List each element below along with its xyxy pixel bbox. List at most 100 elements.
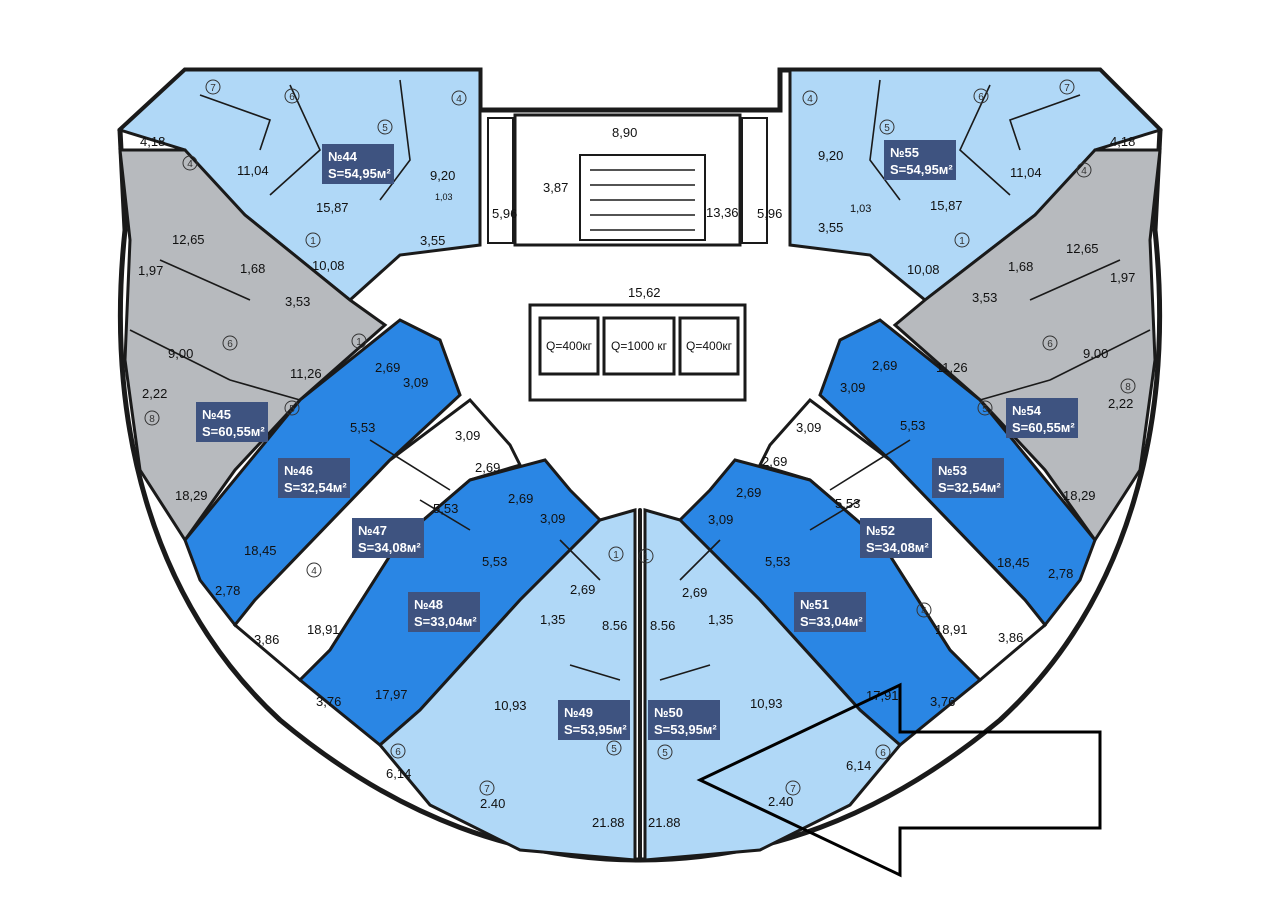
area-label: 18,29 — [175, 488, 208, 503]
area-label: 18,29 — [1063, 488, 1096, 503]
area-label: 5,96 — [757, 206, 782, 221]
area-label: 8.56 — [650, 618, 675, 633]
svg-text:1: 1 — [613, 550, 619, 561]
area-label: 11,26 — [936, 360, 968, 375]
area-label: 5,53 — [350, 420, 375, 435]
area-label: 2,69 — [762, 454, 787, 469]
svg-text:7: 7 — [210, 83, 216, 94]
area-label: 2,69 — [570, 582, 595, 597]
svg-text:5: 5 — [611, 744, 617, 755]
area-label: 9,20 — [818, 148, 843, 163]
area-label: 1,68 — [240, 261, 265, 276]
svg-text:4: 4 — [187, 159, 193, 170]
svg-text:5: 5 — [289, 404, 295, 415]
area-label: 2,69 — [475, 460, 500, 475]
svg-text:6: 6 — [289, 92, 295, 103]
svg-text:S=54,95м²: S=54,95м² — [328, 166, 391, 181]
lift-block: Q=400кг Q=1000 кг Q=400кг — [528, 303, 747, 402]
annotation-arrow — [696, 682, 1102, 878]
svg-text:№47: №47 — [358, 523, 387, 538]
svg-text:№50: №50 — [654, 705, 683, 720]
area-label: 6,14 — [846, 758, 871, 773]
svg-text:7: 7 — [484, 784, 490, 795]
svg-text:S=33,04м²: S=33,04м² — [800, 614, 863, 629]
lift-2-capacity: Q=1000 кг — [611, 339, 668, 353]
area-label: 2,69 — [375, 360, 400, 375]
area-label: 4,18 — [140, 134, 165, 149]
area-label: 18,91 — [307, 622, 340, 637]
area-label: 9,20 — [430, 168, 455, 183]
area-label: 15,87 — [316, 200, 349, 215]
area-label: 3,53 — [972, 290, 997, 305]
svg-text:S=32,54м²: S=32,54м² — [284, 480, 347, 495]
svg-text:7: 7 — [790, 784, 796, 795]
apartment-50-zone — [643, 508, 903, 862]
area-label: 5,96 — [492, 206, 517, 221]
svg-text:S=34,08м²: S=34,08м² — [866, 540, 929, 555]
lift-1-capacity: Q=400кг — [546, 339, 593, 353]
svg-text:4: 4 — [807, 94, 813, 105]
svg-text:4: 4 — [1081, 166, 1087, 177]
area-label: 2,78 — [1048, 566, 1073, 581]
area-label: 21.88 — [648, 815, 681, 830]
area-label: 9,00 — [1083, 346, 1108, 361]
lift-3-capacity: Q=400кг — [686, 339, 733, 353]
room-area-labels: 4,18 11,04 15,87 9,20 1,03 3,55 10,08 12… — [138, 125, 1135, 830]
area-label: 2,69 — [872, 358, 897, 373]
area-label: 2,78 — [215, 583, 240, 598]
area-label: 3,09 — [455, 428, 480, 443]
area-label: 2,69 — [736, 485, 761, 500]
area-label: 9,00 — [168, 346, 193, 361]
area-label: 1,97 — [1110, 270, 1135, 285]
svg-text:6: 6 — [227, 339, 233, 350]
area-label: 3,86 — [998, 630, 1023, 645]
area-label: 15,87 — [930, 198, 963, 213]
area-label: 1,03 — [435, 192, 453, 202]
svg-text:6: 6 — [395, 747, 401, 758]
svg-text:№45: №45 — [202, 407, 231, 422]
area-label: 2,22 — [142, 386, 167, 401]
partitions — [129, 79, 1151, 862]
area-label: 12,65 — [1066, 241, 1099, 256]
area-label: 15,62 — [628, 285, 661, 300]
svg-text:№54: №54 — [1012, 403, 1042, 418]
svg-text:1: 1 — [643, 552, 649, 563]
svg-text:№49: №49 — [564, 705, 593, 720]
area-label: 3,53 — [285, 294, 310, 309]
area-label: 3,76 — [930, 694, 955, 709]
svg-text:5: 5 — [982, 404, 988, 415]
area-label: 17,91 — [866, 688, 899, 703]
svg-text:№44: №44 — [328, 149, 358, 164]
svg-text:S=33,04м²: S=33,04м² — [414, 614, 477, 629]
svg-text:№48: №48 — [414, 597, 443, 612]
area-label: 8.56 — [602, 618, 627, 633]
area-label: 3,09 — [796, 420, 821, 435]
svg-text:4: 4 — [921, 606, 927, 617]
svg-text:6: 6 — [978, 92, 984, 103]
area-label: 1,35 — [540, 612, 565, 627]
svg-text:6: 6 — [1047, 339, 1053, 350]
svg-text:8: 8 — [149, 414, 155, 425]
area-label: 3,09 — [540, 511, 565, 526]
area-label: 5,53 — [482, 554, 507, 569]
svg-text:5: 5 — [884, 123, 890, 134]
area-label: 1,68 — [1008, 259, 1033, 274]
svg-text:S=60,55м²: S=60,55м² — [202, 424, 265, 439]
svg-text:5: 5 — [662, 748, 668, 759]
area-label: 18,45 — [244, 543, 277, 558]
area-label: 2,69 — [682, 585, 707, 600]
area-label: 2,22 — [1108, 396, 1133, 411]
svg-text:S=34,08м²: S=34,08м² — [358, 540, 421, 555]
svg-text:S=32,54м²: S=32,54м² — [938, 480, 1001, 495]
area-label: 11,26 — [290, 366, 322, 381]
svg-text:№52: №52 — [866, 523, 895, 538]
